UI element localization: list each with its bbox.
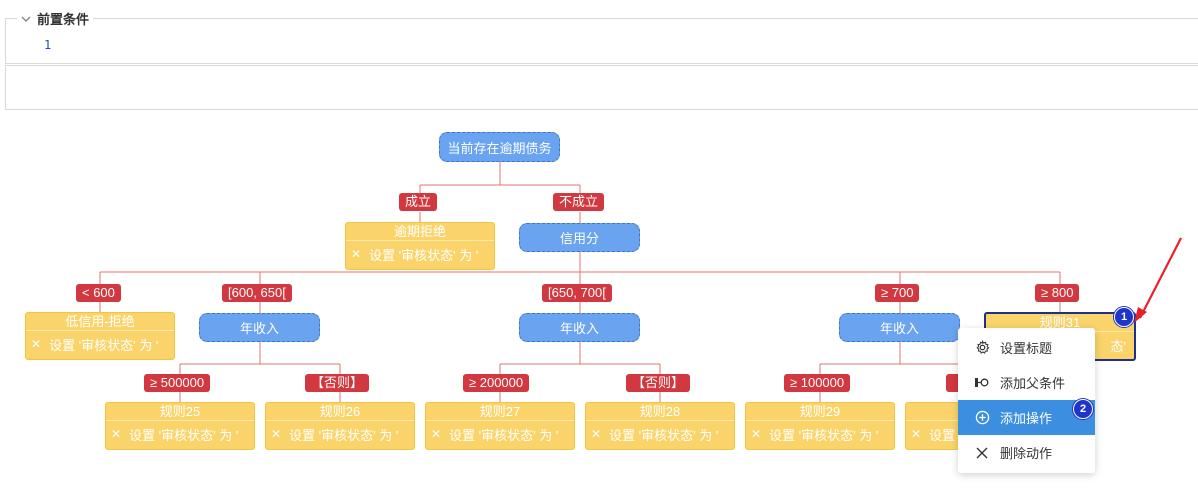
rule-node-overdue-reject[interactable]: 逾期拒绝 ✕ 设置 '审核状态' 为 ' — [345, 222, 495, 270]
annotation-badge-2: 2 — [1073, 399, 1093, 419]
menu-item-add-parent-condition[interactable]: 添加父条件 — [958, 365, 1095, 400]
rule-title: 逾期拒绝 — [346, 223, 494, 241]
branch-tag-income[interactable]: ≥ 500000 — [144, 374, 211, 392]
precondition-editor[interactable] — [5, 65, 1198, 110]
branch-tag-650-700[interactable]: [650, 700[ — [542, 284, 612, 302]
remove-action-icon[interactable]: ✕ — [111, 427, 122, 441]
rule-node-low-credit-reject[interactable]: 低信用-拒绝 ✕ 设置 '审核状态' 为 ' — [25, 312, 175, 360]
branch-tag-else[interactable]: 【否则】 — [305, 374, 370, 392]
income-condition-node[interactable]: 年收入 — [839, 313, 960, 342]
menu-item-add-action[interactable]: 添加操作 — [958, 400, 1095, 435]
rule-action: ✕ 设置 '审核状态' 为 ' — [346, 241, 494, 267]
add-parent-condition-icon — [974, 375, 990, 391]
rule-action: ✕ 设置 '审核状态' 为 ' — [266, 421, 414, 447]
rule-node[interactable]: 规则25 ✕ 设置 '审核状态' 为 ' — [105, 402, 255, 450]
chevron-down-icon[interactable] — [21, 14, 31, 24]
remove-action-icon[interactable]: ✕ — [751, 427, 762, 441]
rule-title: 低信用-拒绝 — [26, 313, 174, 331]
rule-action: ✕ 设置 '审核状态' 为 ' — [26, 331, 174, 357]
precondition-header[interactable]: 前置条件 — [17, 9, 94, 28]
branch-tag-ge700[interactable]: ≥ 700 — [875, 284, 920, 302]
rule-title: 规则29 — [746, 403, 894, 421]
rule-action: ✕ 设置 '审核状态' 为 ' — [586, 421, 734, 447]
rule-action: ✕ 设置 '审核状态' 为 ' — [106, 421, 254, 447]
rule-node[interactable]: 规则26 ✕ 设置 '审核状态' 为 ' — [265, 402, 415, 450]
rule-action-text: 设置 — [929, 427, 956, 443]
rule-action: 态' — [986, 332, 1134, 358]
income-condition-node[interactable]: 年收入 — [199, 313, 320, 342]
context-menu: 设置标题 添加父条件 添加操作 删除动作 — [958, 328, 1095, 473]
rule-action-text: 设置 '审核状态' 为 ' — [449, 427, 559, 443]
rule-title — [906, 403, 964, 421]
rule-node[interactable]: 规则29 ✕ 设置 '审核状态' 为 ' — [745, 402, 895, 450]
branch-tag-ge800[interactable]: ≥ 800 — [1035, 284, 1080, 302]
rule-title: 规则28 — [586, 403, 734, 421]
line-number: 1 — [44, 38, 52, 52]
rule-action-text: 设置 '审核状态' 为 ' — [289, 427, 399, 443]
rule-action-text: 设置 '审核状态' 为 ' — [49, 337, 159, 353]
annotation-badge-1: 1 — [1114, 307, 1134, 327]
rule-action: ✕ 设置 '审核状态' 为 ' — [426, 421, 574, 447]
remove-action-icon[interactable]: ✕ — [591, 427, 602, 441]
close-icon — [974, 445, 990, 461]
branch-tag-income[interactable]: ≥ 200000 — [463, 374, 530, 392]
rule-action: ✕ 设置 '审核状态' 为 ' — [746, 421, 894, 447]
remove-action-icon[interactable]: ✕ — [431, 427, 442, 441]
branch-tag-no[interactable]: 不成立 — [553, 193, 605, 211]
branch-tag-lt600[interactable]: < 600 — [76, 284, 121, 302]
rule-action-text: 设置 '审核状态' 为 ' — [369, 247, 479, 263]
rule-action-text: 设置 '审核状态' 为 ' — [769, 427, 879, 443]
branch-tag-600-650[interactable]: [600, 650[ — [222, 284, 292, 302]
menu-item-label: 添加操作 — [1000, 411, 1053, 426]
menu-item-set-title[interactable]: 设置标题 — [958, 330, 1095, 365]
credit-condition-node[interactable]: 信用分 — [519, 223, 640, 252]
rule-action-text: 设置 '审核状态' 为 ' — [129, 427, 239, 443]
rule-node[interactable]: 规则28 ✕ 设置 '审核状态' 为 ' — [585, 402, 735, 450]
income-condition-node[interactable]: 年收入 — [519, 313, 640, 342]
remove-action-icon[interactable]: ✕ — [351, 247, 362, 261]
plus-circle-icon — [974, 410, 990, 426]
rule-title: 规则25 — [106, 403, 254, 421]
rule-node[interactable]: 规则27 ✕ 设置 '审核状态' 为 ' — [425, 402, 575, 450]
branch-tag-else[interactable]: 【否则】 — [626, 374, 691, 392]
root-condition-node[interactable]: 当前存在逾期债务 — [439, 132, 560, 162]
remove-action-icon[interactable]: ✕ — [911, 427, 922, 441]
rule-title: 规则27 — [426, 403, 574, 421]
remove-action-icon[interactable]: ✕ — [271, 427, 282, 441]
menu-item-delete-action[interactable]: 删除动作 — [958, 435, 1095, 470]
rule-action-text: 设置 '审核状态' 为 ' — [609, 427, 719, 443]
rule-action-text: 态' — [1110, 338, 1126, 354]
gear-icon — [974, 340, 990, 356]
precondition-title: 前置条件 — [37, 12, 90, 27]
rule-action: ✕ 设置 — [906, 421, 964, 447]
menu-item-label: 删除动作 — [1000, 446, 1053, 461]
rule-title: 规则26 — [266, 403, 414, 421]
branch-tag-income[interactable]: ≥ 100000 — [784, 374, 851, 392]
menu-item-label: 添加父条件 — [1000, 376, 1066, 391]
branch-tag-yes[interactable]: 成立 — [399, 193, 438, 211]
precondition-panel — [5, 18, 1198, 64]
remove-action-icon[interactable]: ✕ — [31, 337, 42, 351]
menu-item-label: 设置标题 — [1000, 341, 1053, 356]
